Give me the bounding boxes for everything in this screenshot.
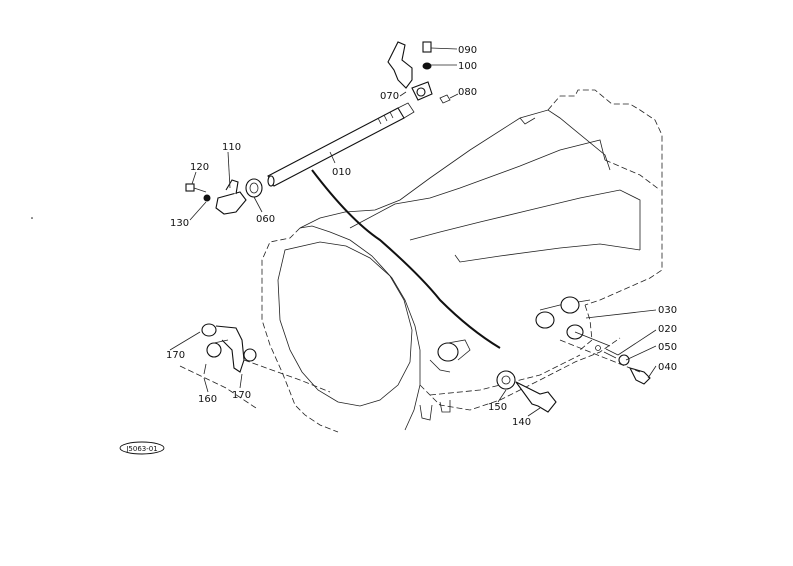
drawing-code-stamp: J5063-01 [119, 441, 165, 455]
callout-040: 040 [658, 362, 677, 373]
callout-050: 050 [658, 342, 677, 353]
callout-080: 080 [458, 87, 477, 98]
drawing-code-text: J5063-01 [125, 445, 157, 453]
stray-dot [31, 217, 33, 219]
guide-cable [311, 169, 501, 349]
callout-020: 020 [658, 324, 677, 335]
callout-030: 030 [658, 305, 677, 316]
callout-labels: 010 090 100 070 080 110 120 130 060 030 … [166, 45, 677, 428]
callout-120: 120 [190, 162, 209, 173]
callout-170-right: 170 [232, 390, 251, 401]
shift-lever-assembly [185, 178, 263, 215]
shift-fork-upper [387, 41, 451, 104]
callout-010: 010 [332, 167, 351, 178]
callout-090: 090 [458, 45, 477, 56]
callout-060: 060 [256, 214, 275, 225]
callout-100: 100 [458, 61, 477, 72]
callout-130: 130 [170, 218, 189, 229]
pivot-bolt [496, 370, 557, 413]
callout-170-left: 170 [166, 350, 185, 361]
callout-140: 140 [512, 417, 531, 428]
detent-assembly [559, 331, 651, 385]
leader-lines [169, 47, 657, 417]
callout-070: 070 [380, 91, 399, 102]
shift-rod [267, 102, 415, 187]
callout-160: 160 [198, 394, 217, 405]
transmission-housing [261, 89, 663, 433]
callout-150: 150 [488, 402, 507, 413]
callout-110: 110 [222, 142, 241, 153]
lower-lever-assembly [179, 323, 331, 409]
